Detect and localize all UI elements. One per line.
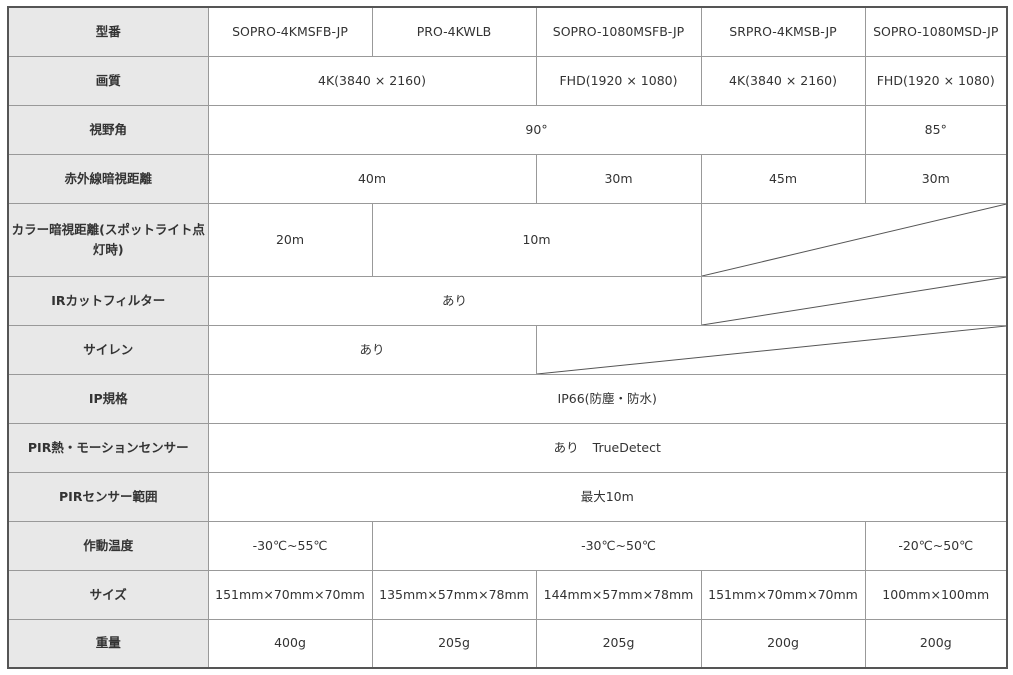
cell-ir-distance-2: 30m <box>535 153 702 204</box>
cell-size-4: 151mm×70mm×70mm <box>700 569 866 620</box>
cell-quality-1: 4K(3840 × 2160) <box>207 55 537 106</box>
cell-temp-2: -30℃~50℃ <box>371 520 866 571</box>
row-temp: 作動温度 -30℃~55℃ -30℃~50℃ -20℃~50℃ <box>7 520 1008 571</box>
spec-comparison-table: 型番 SOPRO-4KMSFB-JP PRO-4KWLB SOPRO-1080M… <box>7 6 1008 669</box>
cell-quality-2: FHD(1920 × 1080) <box>535 55 702 106</box>
cell-color-distance-1: 20m <box>207 202 373 277</box>
cell-quality-3: 4K(3840 × 2160) <box>700 55 866 106</box>
row-ip: IP規格 IP66(防塵・防水) <box>7 373 1008 424</box>
cell-size-5: 100mm×100mm <box>864 569 1008 620</box>
cell-ir-cut-na <box>700 275 1008 326</box>
pir-feature: TrueDetect <box>592 439 661 455</box>
row-pir: PIR熱・モーションセンサー あり TrueDetect <box>7 422 1008 473</box>
row-siren: サイレン あり <box>7 324 1008 375</box>
row-label-pir: PIR熱・モーションセンサー <box>7 422 209 473</box>
cell-model-2: PRO-4KWLB <box>371 6 537 57</box>
row-model: 型番 SOPRO-4KMSFB-JP PRO-4KWLB SOPRO-1080M… <box>7 6 1008 57</box>
cell-color-distance-na <box>700 202 1008 277</box>
cell-siren-1: あり <box>207 324 537 375</box>
cell-temp-1: -30℃~55℃ <box>207 520 373 571</box>
row-label-ir-cut: IRカットフィルター <box>7 275 209 326</box>
not-applicable-diagonal <box>537 326 1007 374</box>
cell-fov-2: 85° <box>864 104 1008 155</box>
not-applicable-diagonal <box>702 204 1007 276</box>
cell-ir-cut-1: あり <box>207 275 702 326</box>
cell-size-2: 135mm×57mm×78mm <box>371 569 537 620</box>
row-label-quality: 画質 <box>7 55 209 106</box>
cell-ir-distance-1: 40m <box>207 153 537 204</box>
row-ir-cut: IRカットフィルター あり <box>7 275 1008 326</box>
cell-size-1: 151mm×70mm×70mm <box>207 569 373 620</box>
cell-model-5: SOPRO-1080MSD-JP <box>864 6 1008 57</box>
cell-ir-distance-3: 45m <box>700 153 866 204</box>
row-weight: 重量 400g 205g 205g 200g 200g <box>7 618 1008 669</box>
cell-model-3: SOPRO-1080MSFB-JP <box>535 6 702 57</box>
cell-pir-1: あり TrueDetect <box>207 422 1008 473</box>
cell-model-1: SOPRO-4KMSFB-JP <box>207 6 373 57</box>
cell-color-distance-2: 10m <box>371 202 702 277</box>
pir-value: あり <box>553 439 579 455</box>
cell-temp-3: -20℃~50℃ <box>864 520 1008 571</box>
row-label-ir-distance: 赤外線暗視距離 <box>7 153 209 204</box>
cell-fov-1: 90° <box>207 104 866 155</box>
row-color-distance: カラー暗視距離(スポットライト点灯時) 20m 10m <box>7 202 1008 277</box>
cell-quality-4: FHD(1920 × 1080) <box>864 55 1008 106</box>
cell-weight-1: 400g <box>207 618 373 669</box>
row-ir-distance: 赤外線暗視距離 40m 30m 45m 30m <box>7 153 1008 204</box>
row-label-siren: サイレン <box>7 324 209 375</box>
not-applicable-diagonal <box>702 277 1007 325</box>
row-size: サイズ 151mm×70mm×70mm 135mm×57mm×78mm 144m… <box>7 569 1008 620</box>
row-quality: 画質 4K(3840 × 2160) FHD(1920 × 1080) 4K(3… <box>7 55 1008 106</box>
row-label-color-distance: カラー暗視距離(スポットライト点灯時) <box>7 202 209 277</box>
cell-pir-range-1: 最大10m <box>207 471 1008 522</box>
row-fov: 視野角 90° 85° <box>7 104 1008 155</box>
cell-weight-2: 205g <box>371 618 537 669</box>
row-label-size: サイズ <box>7 569 209 620</box>
row-pir-range: PIRセンサー範囲 最大10m <box>7 471 1008 522</box>
cell-weight-3: 205g <box>535 618 702 669</box>
cell-weight-5: 200g <box>864 618 1008 669</box>
cell-ip-1: IP66(防塵・防水) <box>207 373 1008 424</box>
row-label-model: 型番 <box>7 6 209 57</box>
cell-model-4: SRPRO-4KMSB-JP <box>700 6 866 57</box>
row-label-weight: 重量 <box>7 618 209 669</box>
cell-siren-na <box>535 324 1008 375</box>
row-label-pir-range: PIRセンサー範囲 <box>7 471 209 522</box>
row-label-temp: 作動温度 <box>7 520 209 571</box>
row-label-ip: IP規格 <box>7 373 209 424</box>
cell-ir-distance-4: 30m <box>864 153 1008 204</box>
cell-size-3: 144mm×57mm×78mm <box>535 569 702 620</box>
row-label-fov: 視野角 <box>7 104 209 155</box>
cell-weight-4: 200g <box>700 618 866 669</box>
